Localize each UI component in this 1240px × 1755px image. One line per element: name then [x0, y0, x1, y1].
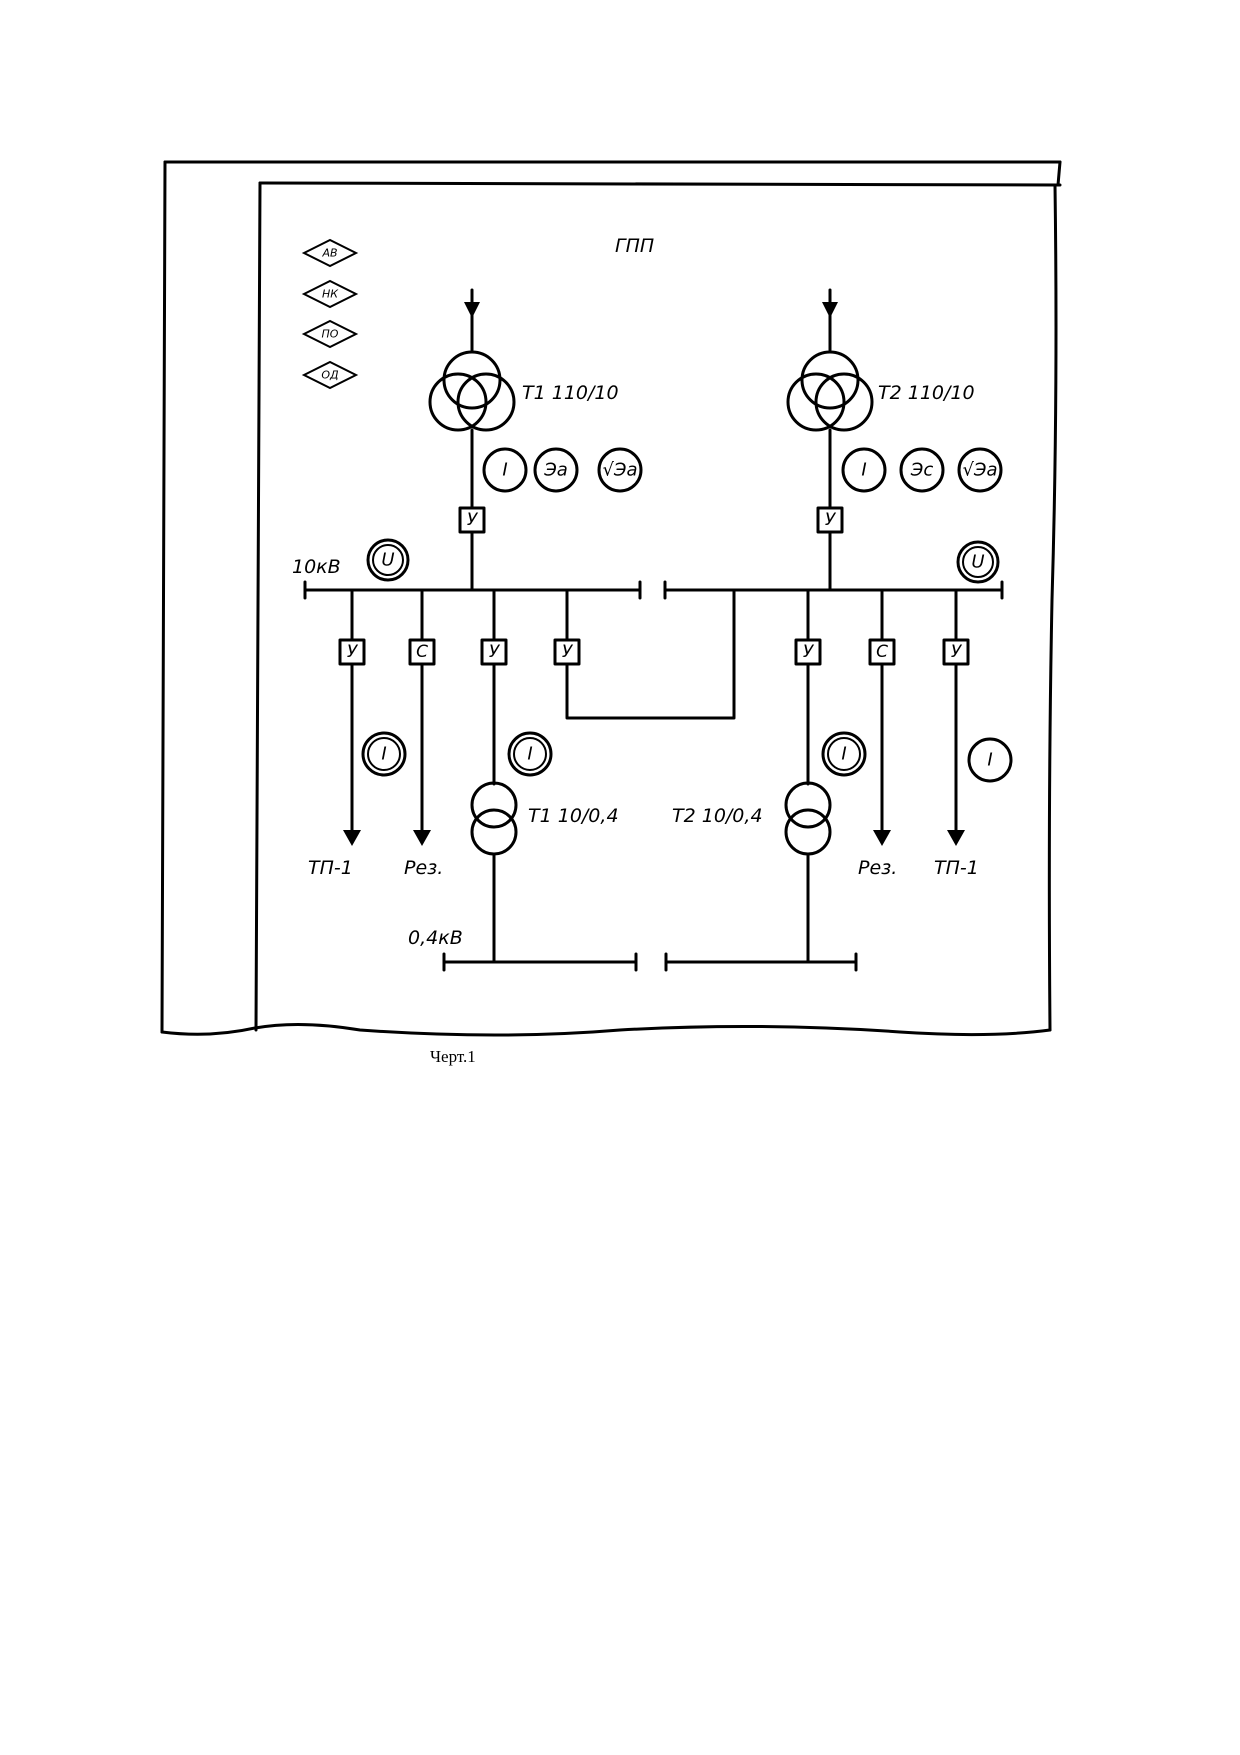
- feeder-arrow-tp1-right: [947, 830, 965, 846]
- bus-10kv-left: [303, 580, 642, 600]
- svg-text:U: U: [381, 550, 394, 571]
- feeder-rez-left: С: [408, 588, 436, 846]
- meter-current-t2: I: [841, 447, 887, 493]
- svg-text:У: У: [951, 642, 963, 662]
- figure-caption: Черт.1: [430, 1047, 476, 1066]
- diagram-title: ГПП: [615, 235, 654, 257]
- transformer-t2-lv-label: Т2 10/0,4: [672, 805, 763, 827]
- legend-item-nk: НК: [322, 288, 339, 301]
- svg-text:I: I: [381, 744, 386, 765]
- svg-text:I: I: [502, 460, 507, 481]
- transformer-t2-110-10: [786, 350, 874, 432]
- feeder-arrow-rez-right: [873, 830, 891, 846]
- svg-text:У: У: [467, 510, 479, 530]
- transformer-t2-10-0-4: [784, 781, 832, 856]
- bus-04kv-right: [664, 952, 858, 972]
- bus-lv-label: 0,4кВ: [408, 927, 463, 949]
- feeder-label-tp1-left: ТП-1: [308, 857, 353, 879]
- svg-text:У: У: [489, 642, 501, 662]
- transformer-t1-lv-label: Т1 10/0,4: [528, 805, 619, 827]
- feeder-tp1-right: У I: [942, 588, 1013, 846]
- meter-voltage-left: U: [366, 538, 410, 582]
- legend-item-po: ПО: [322, 328, 339, 341]
- meter-current-t1: I: [482, 447, 528, 493]
- feeder-label-rez-right: Рез.: [858, 857, 897, 879]
- transformer-t1-10-0-4: [470, 781, 518, 856]
- t1-hv-section: Т1 110/10 I Эа √Эа У: [428, 288, 643, 592]
- svg-text:У: У: [803, 642, 815, 662]
- device-block-t1-incomer: У: [458, 506, 486, 534]
- legend: АВ НК ПО ОД: [301, 238, 359, 390]
- feeder-label-rez-left: Рез.: [404, 857, 443, 879]
- incoming-arrow-t1: [464, 302, 480, 318]
- svg-text:У: У: [562, 642, 574, 662]
- svg-text:I: I: [527, 744, 532, 765]
- svg-text:С: С: [416, 642, 428, 662]
- svg-text:У: У: [825, 510, 837, 530]
- incoming-arrow-t2: [822, 302, 838, 318]
- feeder-rez-right: С: [868, 588, 896, 846]
- transformer-t1-110-10: [428, 350, 516, 432]
- feeder-tp1-left: У I: [338, 588, 407, 846]
- svg-text:U: U: [971, 552, 984, 573]
- bus-coupler: У: [553, 588, 736, 720]
- bus-10kv-right: [663, 580, 1004, 600]
- svg-text:У: У: [347, 642, 359, 662]
- meter-energy-c-t2: Эс: [899, 447, 945, 493]
- svg-text:I: I: [987, 750, 992, 771]
- transformer-t2-hv-label: Т2 110/10: [878, 382, 975, 404]
- svg-text:I: I: [861, 460, 866, 481]
- feeder-label-tp1-right: ТП-1: [934, 857, 979, 879]
- feeder-t1-lv: У I: [470, 588, 553, 964]
- bus-04kv-left: [442, 952, 638, 972]
- svg-text:Эа: Эа: [543, 460, 568, 481]
- svg-text:I: I: [841, 744, 846, 765]
- legend-item-av: АВ: [321, 247, 337, 260]
- transformer-t1-hv-label: Т1 110/10: [522, 382, 619, 404]
- svg-text:√Эа: √Эа: [602, 460, 637, 481]
- meter-voltage-right: U: [956, 540, 1000, 584]
- frame: [160, 160, 1062, 1037]
- meter-energy-active-t1: Эа: [533, 447, 579, 493]
- feeder-t2-lv: У I: [784, 588, 867, 964]
- svg-text:√Эа: √Эа: [962, 460, 997, 481]
- t2-hv-section: Т2 110/10 I Эс √Эа У: [786, 288, 1003, 592]
- feeder-arrow-tp1-left: [343, 830, 361, 846]
- device-block-t2-incomer: У: [816, 506, 844, 534]
- bus-hv-label: 10кВ: [292, 556, 341, 578]
- meter-energy-sqrt-t1: √Эа: [597, 447, 643, 493]
- legend-item-od: ОД: [321, 369, 339, 382]
- meter-energy-sqrt-t2: √Эа: [957, 447, 1003, 493]
- feeder-arrow-rez-left: [413, 830, 431, 846]
- svg-text:Эс: Эс: [910, 460, 934, 481]
- svg-text:С: С: [876, 642, 888, 662]
